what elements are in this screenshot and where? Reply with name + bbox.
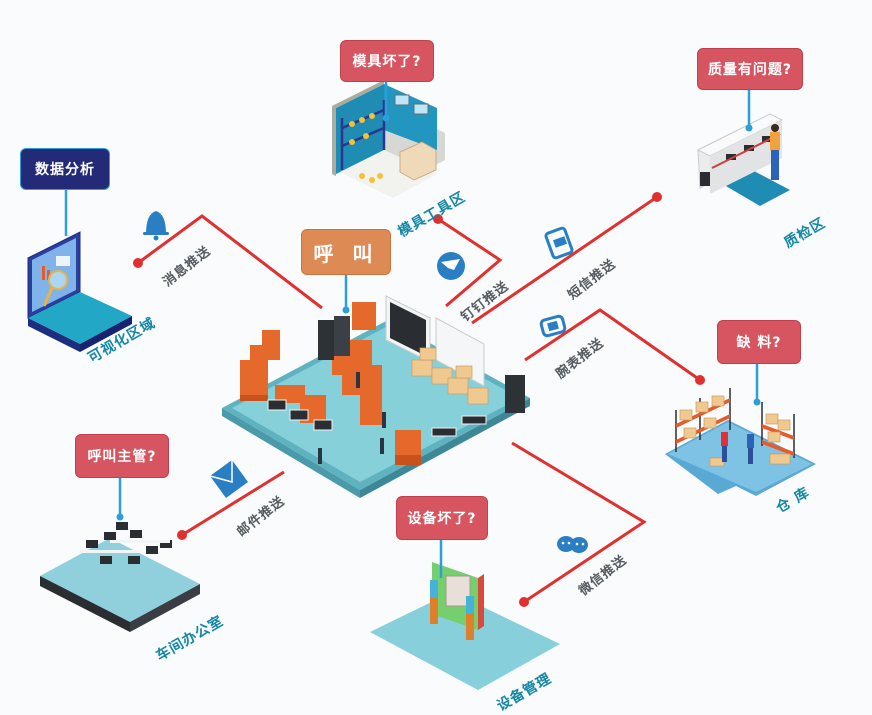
connector-watch bbox=[524, 308, 701, 382]
visualization-laptop-illustration bbox=[27, 231, 132, 352]
material-shortage-bubble[interactable]: 缺 料? bbox=[717, 320, 801, 364]
factory-floor-illustration bbox=[222, 295, 530, 498]
connector-sms bbox=[471, 195, 658, 325]
connector-message bbox=[137, 214, 323, 310]
call-supervisor-bubble[interactable]: 呼叫主管? bbox=[75, 434, 169, 478]
smartwatch-icon bbox=[539, 314, 567, 338]
warehouse-illustration bbox=[665, 388, 816, 496]
quality-issue-bubble[interactable]: 质量有问题? bbox=[697, 48, 803, 90]
connector-email bbox=[181, 470, 285, 537]
connector-wechat bbox=[511, 441, 647, 604]
connector-dingtalk bbox=[437, 217, 503, 308]
connector-endpoints bbox=[133, 192, 705, 607]
connector-lines bbox=[137, 195, 701, 604]
equipment-management-illustration bbox=[370, 562, 560, 690]
quality-check-area-illustration bbox=[696, 113, 790, 206]
mold-tool-area-illustration bbox=[332, 80, 445, 198]
workshop-office-illustration bbox=[40, 522, 200, 632]
email-envelope-icon bbox=[209, 460, 248, 498]
pin-lines bbox=[64, 82, 759, 578]
equipment-broken-bubble[interactable]: 设备坏了? bbox=[396, 496, 488, 540]
pin-dots bbox=[116, 114, 761, 521]
bell-icon bbox=[143, 211, 169, 241]
wechat-icon bbox=[557, 536, 588, 553]
dingtalk-icon bbox=[437, 252, 465, 280]
data-analysis-bubble[interactable]: 数据分析 bbox=[20, 148, 110, 190]
mold-broken-bubble[interactable]: 模具坏了? bbox=[340, 40, 434, 82]
sms-phone-icon bbox=[544, 226, 574, 260]
call-button[interactable]: 呼 叫 bbox=[301, 229, 391, 275]
